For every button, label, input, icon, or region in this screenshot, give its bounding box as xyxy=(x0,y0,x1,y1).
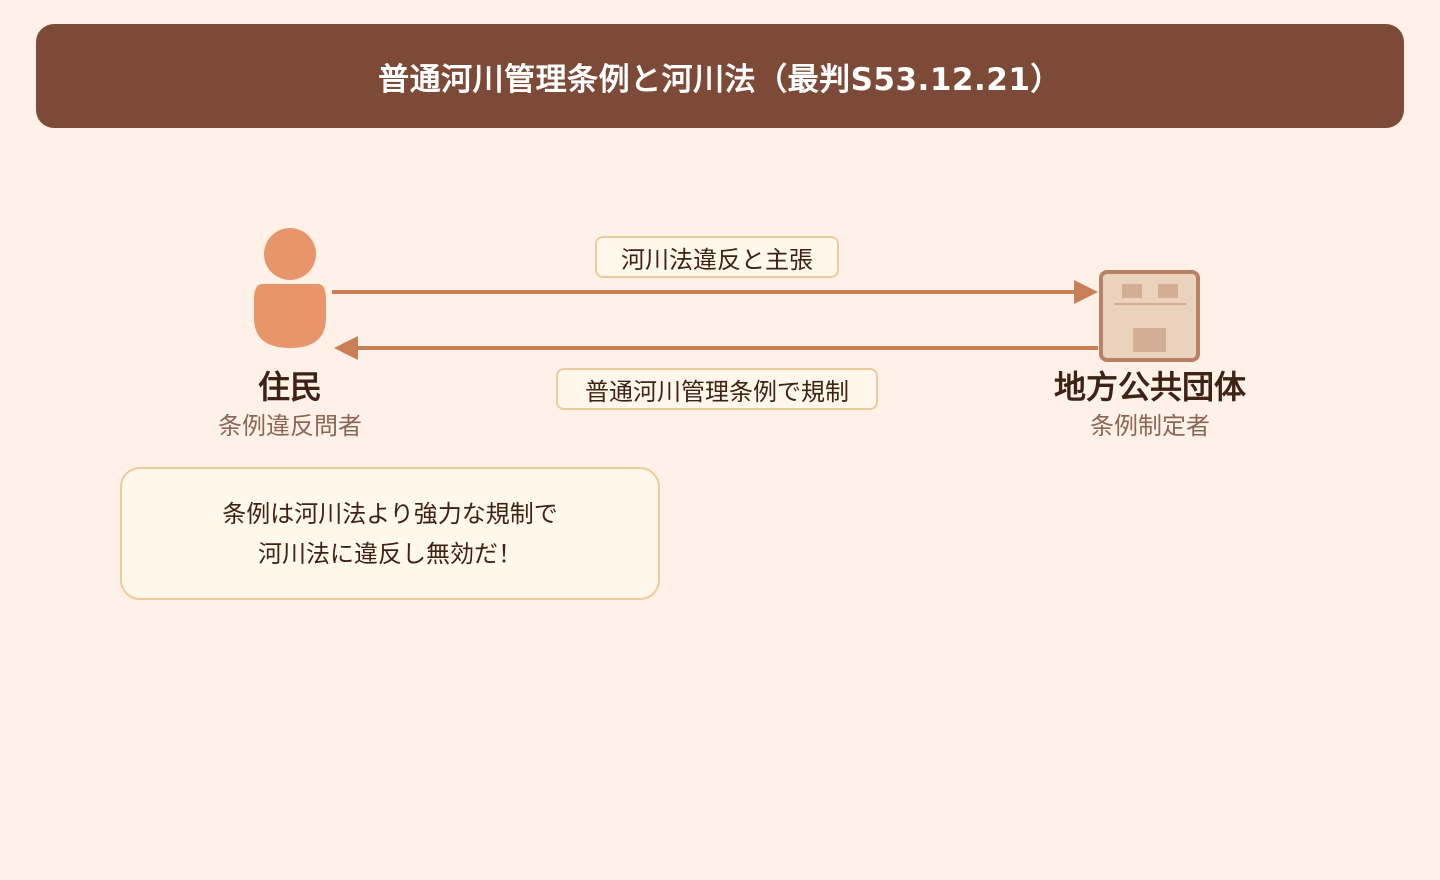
page-title: 普通河川管理条例と河川法（最判S53.12.21） xyxy=(378,61,1062,98)
person-icon xyxy=(254,228,326,348)
government-role: 条例制定者 xyxy=(1090,412,1210,440)
speech-line-1: 条例は河川法より強力な規制で xyxy=(222,499,558,528)
speech-bubble: 条例は河川法より強力な規制で 河川法に違反し無効だ！ xyxy=(120,467,660,600)
claim-label: 河川法違反と主張 xyxy=(595,236,839,278)
regulate-label: 普通河川管理条例で規制 xyxy=(556,368,878,410)
resident-role: 条例違反問者 xyxy=(218,412,362,440)
regulate-arrow xyxy=(334,336,1098,360)
speech-line-2: 河川法に違反し無効だ！ xyxy=(258,539,522,568)
header-banner: 普通河川管理条例と河川法（最判S53.12.21） xyxy=(36,24,1404,128)
government-name: 地方公共団体 xyxy=(1053,368,1246,406)
resident-name: 住民 xyxy=(257,368,322,406)
claim-arrow xyxy=(332,280,1098,304)
building-icon xyxy=(1099,270,1200,362)
